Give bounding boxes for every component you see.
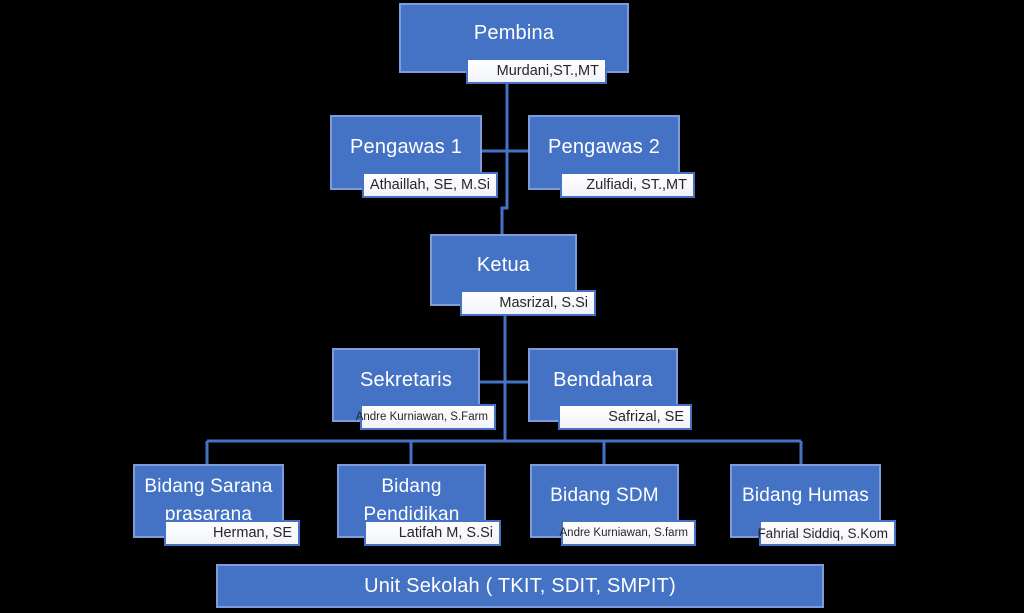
- name-tag-andre-kurniawan-sfarm: Andre Kurniawan, S.Farm: [356, 404, 496, 430]
- node-title: Bidang Humas: [741, 485, 870, 507]
- node-title: Unit Sekolah ( TKIT, SDIT, SMPIT): [364, 574, 676, 597]
- name-tag-masrizal: Masrizal, S.Si: [460, 290, 596, 316]
- node-title: Bidang Sarana prasarana: [144, 476, 273, 525]
- name-tag-fahrial: Fahrial Siddiq, S.Kom: [757, 520, 896, 546]
- node-title: Bendahara: [553, 368, 653, 391]
- name-tag-latifah: Latifah M, S.Si: [364, 520, 501, 546]
- name-tag-athaillah: Athaillah, SE, M.Si: [362, 172, 498, 198]
- node-unit-sekolah: Unit Sekolah ( TKIT, SDIT, SMPIT): [216, 564, 824, 608]
- node-title: Pengawas 2: [547, 136, 661, 158]
- name-tag-herman: Herman, SE: [164, 520, 300, 546]
- name-tag-safrizal: Safrizal, SE: [558, 404, 692, 430]
- connector-pembina-ketua: [500, 84, 509, 234]
- name-tag-andre-kurniawan-sfarm-2: Andre Kurniawan, S.farm: [560, 520, 696, 546]
- node-title: Pembina: [473, 21, 555, 44]
- node-title: Pengawas 1: [349, 136, 463, 158]
- name-tag-murdani: Murdani,ST.,MT: [466, 58, 607, 84]
- node-title: Sekretaris: [359, 368, 453, 391]
- node-title: Bidang SDM: [550, 485, 659, 507]
- name-tag-zulfiadi: Zulfiadi, ST.,MT: [560, 172, 695, 198]
- node-title: Bidang Pendidikan: [363, 476, 460, 525]
- node-title: Ketua: [476, 253, 531, 276]
